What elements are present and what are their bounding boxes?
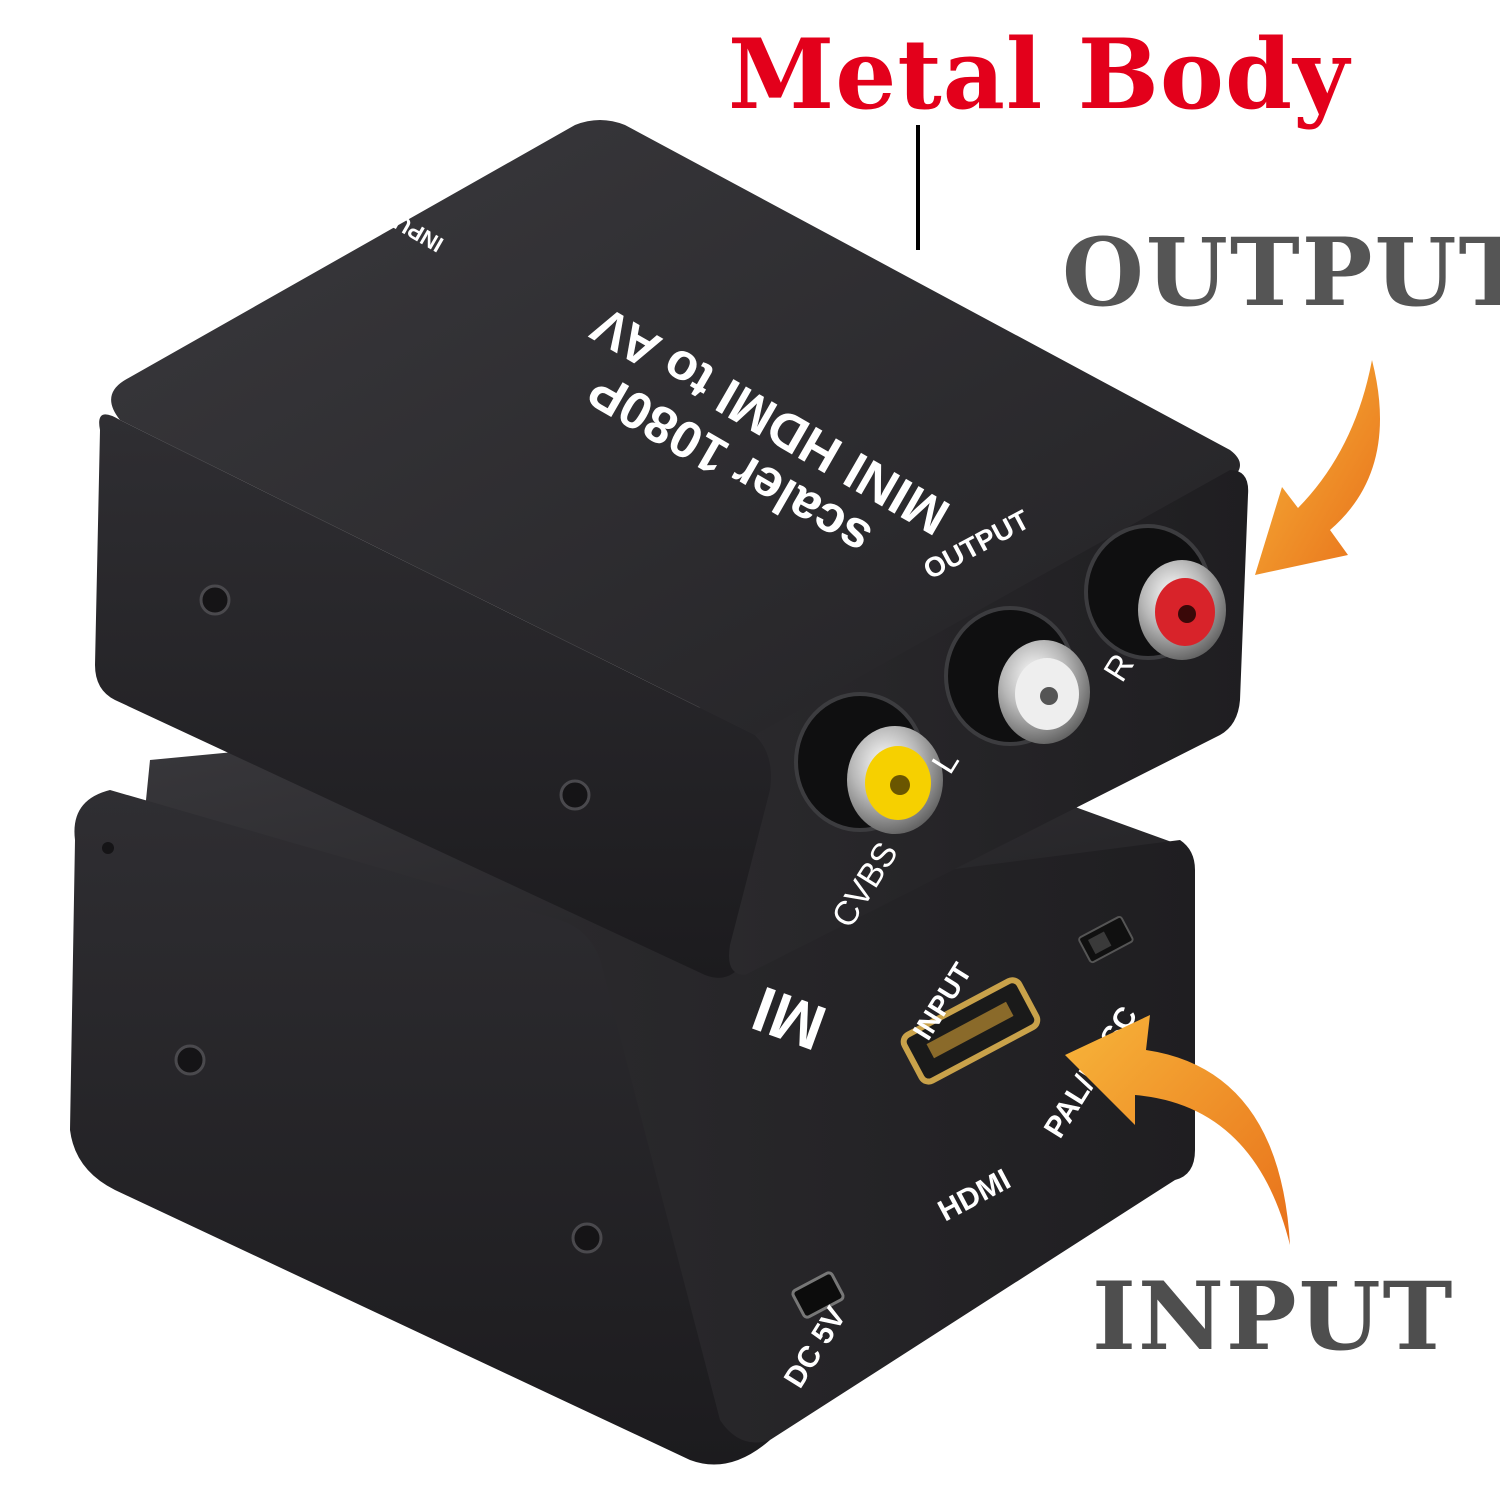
rca-port-white: [944, 606, 1090, 746]
pal-ntsc-switch[interactable]: [1078, 915, 1134, 964]
output-callout: OUTPUT: [1062, 218, 1500, 328]
bottom-unit-front-face: [560, 840, 1195, 1443]
rca-port-yellow: [794, 692, 943, 834]
output-arrow-icon: [1255, 360, 1380, 575]
screw-icon: [571, 1222, 603, 1254]
top-unit-top-face: [111, 120, 1241, 744]
dc-power-port: [791, 1271, 845, 1319]
screw-icon: [199, 584, 231, 616]
metal-body-callout: Metal Body: [728, 18, 1350, 131]
screw-icon: [559, 779, 591, 811]
bottom-converter-unit: INPUT PAL/NTSC HDMI DC 5V MI: [70, 700, 1195, 1465]
input-arrow-icon: [1065, 1015, 1290, 1245]
screw-icon: [174, 1044, 206, 1076]
input-callout: INPUT: [1092, 1262, 1455, 1372]
top-converter-unit: MINI HDMI to AV scaler 1080P INPUT OUTPU…: [95, 120, 1249, 978]
rca-port-red: [1084, 524, 1226, 660]
bottom-unit-side-face: [70, 790, 770, 1465]
top-unit-side-face: [95, 414, 773, 978]
hdmi-port: [900, 977, 1041, 1085]
